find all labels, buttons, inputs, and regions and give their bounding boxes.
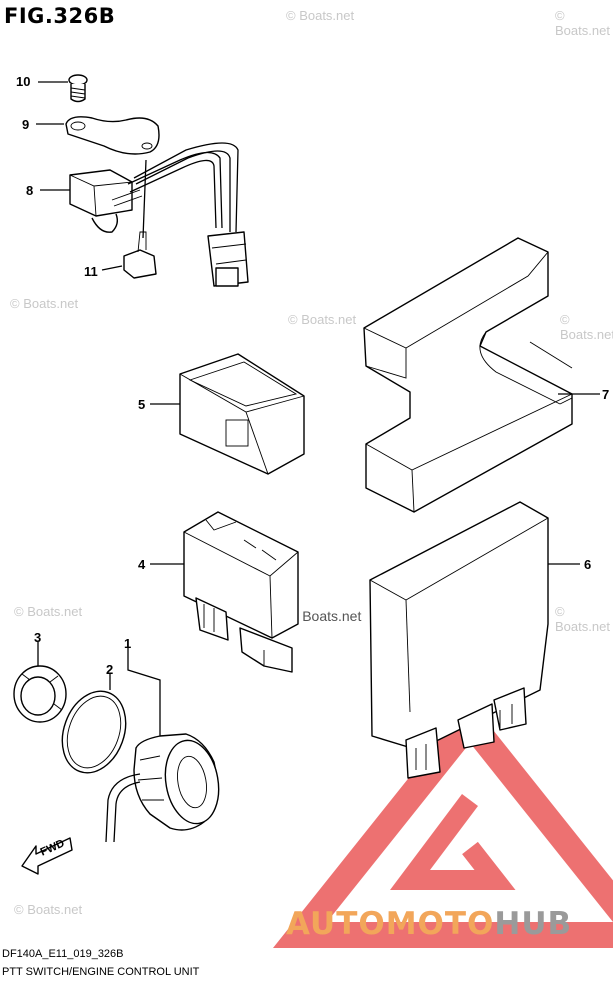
fwd-arrow-icon — [21, 837, 73, 875]
part-4-module — [150, 511, 299, 673]
callout-11: 11 — [84, 264, 98, 279]
callout-5: 5 — [138, 397, 146, 412]
part-5-case — [150, 353, 305, 475]
brand-part-b: HUB — [494, 906, 573, 942]
callout-3: 3 — [34, 630, 42, 645]
watermark: © Boats.net — [555, 8, 610, 38]
part-8-ptt-switch — [40, 142, 249, 287]
callout-9: 9 — [22, 117, 30, 132]
callout-2: 2 — [106, 662, 114, 677]
watermark: © Boats.net — [555, 604, 610, 634]
part-2-o-ring — [61, 674, 127, 774]
brand-logo: AUTOMOTOHUB — [286, 906, 572, 942]
part-7-cover — [363, 237, 600, 513]
watermark: © Boats.net — [14, 902, 83, 917]
part-11-clip — [101, 159, 157, 279]
part-6-ecu — [369, 501, 580, 779]
callout-10: 10 — [16, 74, 31, 89]
part-3-ring-nut — [13, 642, 67, 723]
watermark: © Boats.net — [14, 604, 83, 619]
callout-8: 8 — [26, 183, 34, 198]
figure-caption: PTT SWITCH/ENGINE CONTROL UNIT — [2, 966, 200, 978]
callout-7: 7 — [602, 387, 610, 402]
watermark: © Boats.net — [10, 296, 79, 311]
watermark: © Boats.net — [288, 608, 362, 624]
figure-code: DF140A_E11_019_326B — [2, 948, 124, 960]
watermark: © Boats.net — [288, 312, 357, 327]
part-9-bracket — [36, 116, 160, 155]
callout-4: 4 — [138, 557, 146, 572]
part-10-bolt — [38, 74, 88, 103]
figure-title: FIG.326B — [4, 4, 116, 28]
callout-1: 1 — [124, 636, 132, 651]
watermark: © Boats.net — [286, 8, 355, 23]
brand-triangle — [272, 701, 613, 948]
part-1-switch-assembly — [105, 648, 220, 843]
callout-6: 6 — [584, 557, 592, 572]
brand-part-a: AUTOMOTO — [286, 906, 495, 942]
watermark: © Boats.net — [560, 312, 613, 342]
